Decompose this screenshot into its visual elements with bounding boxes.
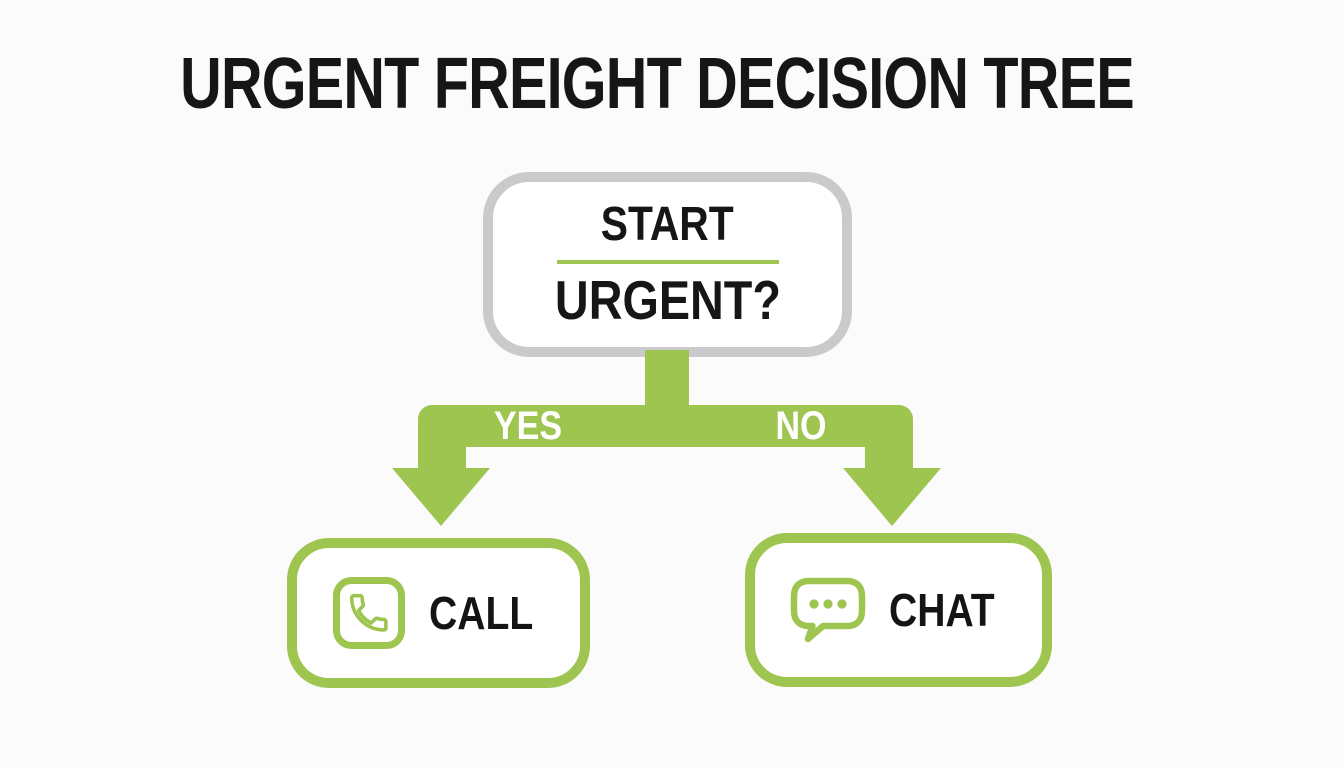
call-option: CALL bbox=[287, 538, 590, 688]
chat-icon bbox=[790, 577, 866, 643]
start-stem bbox=[645, 350, 689, 410]
no-arrowhead-icon bbox=[843, 468, 941, 526]
yes-arrowhead-icon bbox=[392, 468, 490, 526]
phone-icon bbox=[333, 577, 405, 649]
start-divider bbox=[556, 260, 779, 264]
start-node: START URGENT? bbox=[483, 172, 852, 357]
start-question: URGENT? bbox=[554, 269, 781, 331]
start-label: START bbox=[601, 198, 734, 251]
no-arrow-stem bbox=[865, 424, 913, 472]
chat-option: CHAT bbox=[745, 533, 1052, 687]
page-title: URGENT FREIGHT DECISION TREE bbox=[180, 44, 1134, 124]
yes-arrow-stem bbox=[418, 424, 466, 472]
branch-crossbar bbox=[418, 405, 913, 447]
call-label: CALL bbox=[429, 587, 534, 639]
no-branch-label: NO bbox=[775, 404, 827, 448]
chat-label: CHAT bbox=[889, 584, 995, 636]
yes-branch-label: YES bbox=[493, 404, 563, 448]
